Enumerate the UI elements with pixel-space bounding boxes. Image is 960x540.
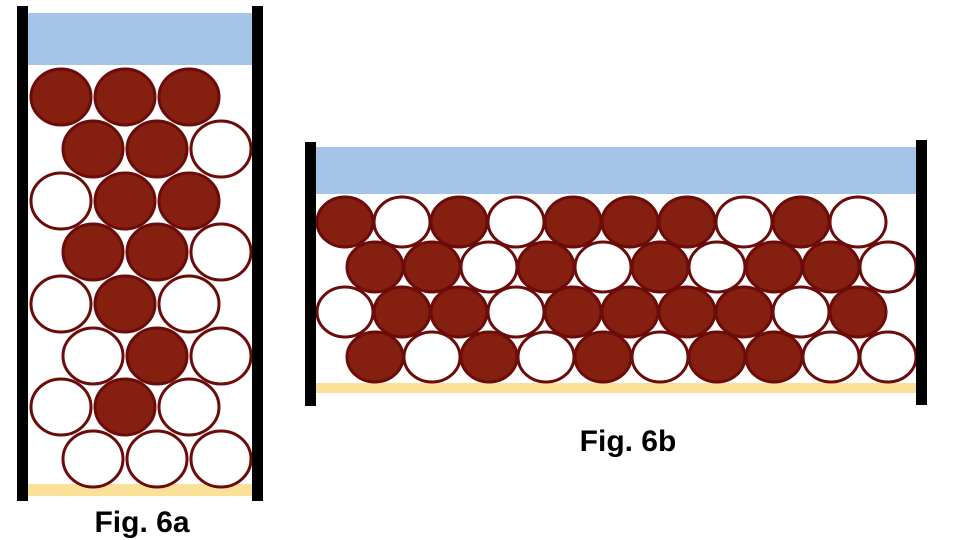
fig-6b-filled-particle — [345, 330, 405, 384]
fig-6a-column: Fig. 6a — [17, 6, 263, 539]
fig-6b-empty-particle — [771, 285, 831, 339]
fig-6a-water-layer — [28, 13, 252, 65]
fig-6a-empty-particle — [189, 222, 253, 282]
fig-6a-empty-particle — [189, 429, 253, 489]
fig-6b-filled-particle — [744, 330, 804, 384]
fig-6b-water-layer — [316, 147, 916, 194]
fig-6a-empty-particle — [61, 326, 125, 386]
fig-6a-empty-particle — [125, 429, 189, 489]
fig-6b-filled-particle — [543, 195, 603, 249]
fig-6b-filled-particle — [801, 240, 861, 294]
fig-6a-filled-particle — [125, 119, 189, 179]
fig-6b-filled-particle — [744, 240, 804, 294]
fig-6a-filled-particle — [61, 222, 125, 282]
fig-6a-filled-particle — [93, 377, 157, 437]
fig-6a-caption: Fig. 6a — [94, 506, 189, 539]
fig-6b-filled-particle — [657, 285, 717, 339]
fig-6a-particles — [29, 67, 253, 489]
fig-6b-empty-particle — [858, 330, 918, 384]
fig-6b-empty-particle — [402, 330, 462, 384]
fig-6a-filled-particle — [93, 67, 157, 127]
fig-6a-empty-particle — [157, 274, 221, 334]
fig-6b-filled-particle — [516, 240, 576, 294]
fig-6a-empty-particle — [61, 429, 125, 489]
fig-6b-filled-particle — [573, 330, 633, 384]
fig-6b-empty-particle — [858, 240, 918, 294]
fig-6b-empty-particle — [486, 195, 546, 249]
fig-6b-filled-particle — [543, 285, 603, 339]
fig-6b-filled-particle — [828, 285, 888, 339]
fig-6b-empty-particle — [516, 330, 576, 384]
fig-6b-particles — [315, 195, 918, 384]
fig-6b-empty-particle — [828, 195, 888, 249]
fig-6a-empty-particle — [29, 171, 93, 231]
fig-6b-empty-particle — [573, 240, 633, 294]
fig-6a-filled-particle — [61, 119, 125, 179]
fig-6b-column: Fig. 6b — [305, 140, 927, 458]
fig-6a-right-wall — [252, 6, 263, 501]
fig-6a-empty-particle — [189, 326, 253, 386]
fig-6a-empty-particle — [29, 377, 93, 437]
fig-6b-filled-particle — [771, 195, 831, 249]
fig-6a-empty-particle — [189, 119, 253, 179]
fig-6a-left-wall — [17, 6, 28, 501]
fig-6b-filled-particle — [630, 240, 690, 294]
fig-6a-filled-particle — [157, 171, 221, 231]
fig-6b-caption: Fig. 6b — [580, 425, 677, 458]
fig-6a-filled-particle — [157, 67, 221, 127]
fig-6b-filled-particle — [657, 195, 717, 249]
fig-6b-empty-particle — [630, 330, 690, 384]
fig-6b-empty-particle — [315, 285, 375, 339]
fig-6b-filled-particle — [600, 285, 660, 339]
fig-6a-filled-particle — [93, 274, 157, 334]
fig-6a-filled-particle — [125, 326, 189, 386]
fig-6b-filled-particle — [315, 195, 375, 249]
fig-6a-empty-particle — [29, 274, 93, 334]
fig-6b-filled-particle — [345, 240, 405, 294]
fig-6a-filled-particle — [125, 222, 189, 282]
fig-6b-empty-particle — [486, 285, 546, 339]
fig-6b-empty-particle — [372, 195, 432, 249]
fig-6a-empty-particle — [157, 377, 221, 437]
fig-6b-filled-particle — [459, 330, 519, 384]
fig-6b-empty-particle — [687, 240, 747, 294]
fig-6b-base-layer — [316, 383, 916, 393]
fig-6b-left-wall — [305, 142, 316, 406]
fig-6b-filled-particle — [714, 285, 774, 339]
fig-6b-filled-particle — [372, 285, 432, 339]
fig-6b-empty-particle — [801, 330, 861, 384]
fig-6b-filled-particle — [429, 285, 489, 339]
fig-6b-empty-particle — [714, 195, 774, 249]
fig-6b-empty-particle — [459, 240, 519, 294]
fig-6b-filled-particle — [600, 195, 660, 249]
fig-6b-filled-particle — [402, 240, 462, 294]
fig-6b-filled-particle — [429, 195, 489, 249]
fig-6b-right-wall — [916, 140, 927, 405]
fig-6b-filled-particle — [687, 330, 747, 384]
fig-6a-filled-particle — [93, 171, 157, 231]
fig-6a-filled-particle — [29, 67, 93, 127]
